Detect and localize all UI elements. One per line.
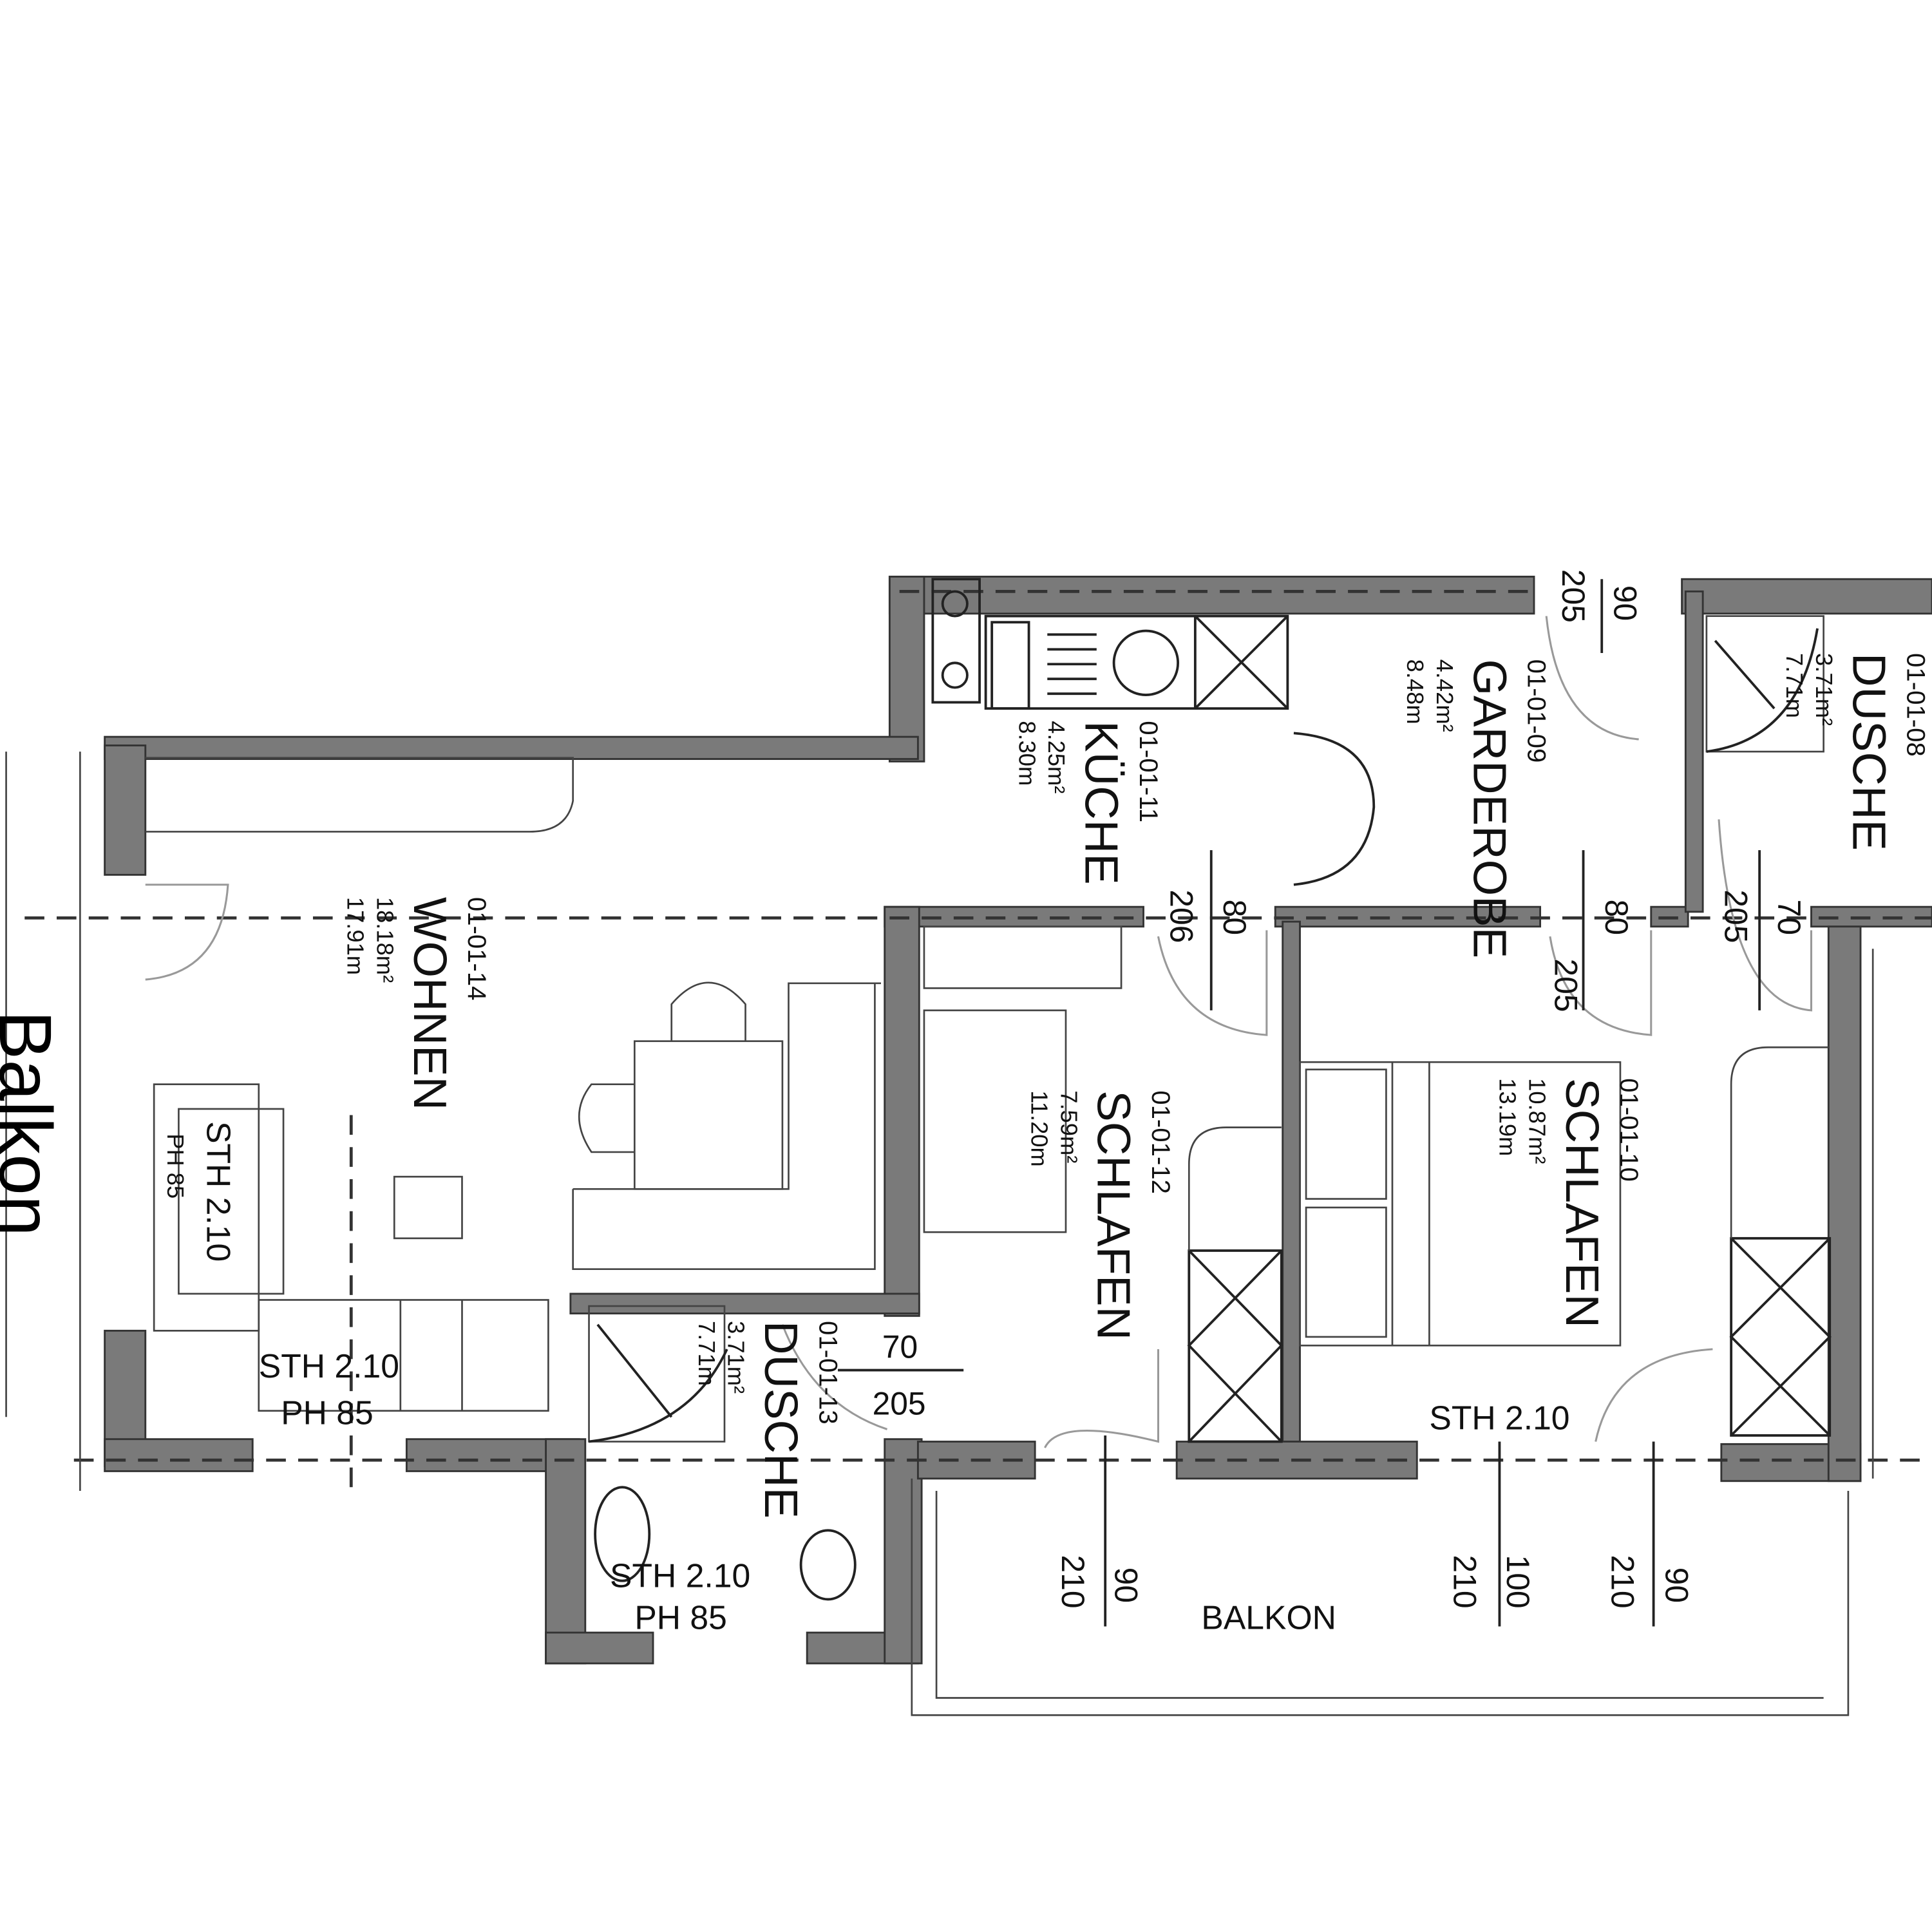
room-area: 4.42m²	[1432, 659, 1458, 732]
door-height: 210	[1055, 1555, 1091, 1609]
room-name: SCHLAFEN	[1088, 1090, 1140, 1340]
room-perimeter: 8.30m	[1014, 721, 1040, 786]
room-kueche: 01-01-11 KÜCHE 4.25m² 8.30m	[1014, 721, 1163, 884]
room-id: 01-01-11	[1134, 721, 1163, 822]
room-perimeter: 8.48m	[1402, 659, 1428, 724]
window-sill: STH 2.10	[610, 1557, 750, 1594]
plan-lines	[5, 578, 1932, 1716]
door-width: 100	[1500, 1555, 1536, 1609]
walls	[104, 575, 1932, 1665]
window-parapet: PH 85	[634, 1598, 727, 1636]
room-garderobe: 01-01-09 GARDEROBE 4.42m² 8.48m	[1402, 659, 1551, 958]
room-name: DUSCHE	[755, 1321, 807, 1519]
room-area: 18.18m²	[372, 897, 398, 983]
room-id: 01-01-10	[1615, 1078, 1643, 1182]
room-name: WOHNEN	[404, 897, 456, 1110]
door-dims: 205 90 206 80 205 80 205 70 70 205 210 9…	[873, 569, 1807, 1609]
room-name: GARDEROBE	[1463, 659, 1515, 958]
room-id: 01-01-08	[1902, 653, 1931, 757]
door-height: 205	[873, 1385, 926, 1421]
door-width: 70	[1771, 900, 1807, 935]
room-area: 10.87m²	[1524, 1078, 1550, 1164]
room-perimeter: 7.71m	[694, 1321, 720, 1386]
room-id: 01-01-13	[813, 1321, 842, 1425]
window-parapet: PH 85	[162, 1133, 189, 1198]
room-perimeter: 11.20m	[1026, 1090, 1052, 1167]
room-schlafen-12: 01-01-12 SCHLAFEN 7.59m² 11.20m	[1026, 1090, 1175, 1340]
door-height: 210	[1447, 1555, 1483, 1609]
room-area: 7.59m²	[1056, 1090, 1082, 1163]
window-sill: STH 2.10	[200, 1121, 237, 1262]
room-area: 3.71m²	[1811, 653, 1837, 726]
overlay-balkon-label: Balkon	[0, 1010, 66, 1236]
door-height: 205	[1718, 889, 1754, 943]
room-name: DUSCHE	[1843, 653, 1895, 851]
window-sill: STH 2.10	[259, 1347, 399, 1385]
door-height: 206	[1164, 889, 1200, 943]
room-id: 01-01-14	[462, 897, 491, 1001]
room-perimeter: 17.91m	[343, 897, 369, 975]
room-perimeter: 7.71m	[1781, 653, 1808, 718]
room-area: 3.71m²	[723, 1321, 750, 1394]
room-dusche-08: 01-01-08 DUSCHE 3.71m² 7.71m	[1781, 653, 1931, 851]
door-width: 90	[1108, 1567, 1144, 1603]
room-perimeter: 13.19m	[1494, 1078, 1520, 1156]
room-name: KÜCHE	[1075, 721, 1128, 884]
door-height: 205	[1548, 959, 1584, 1012]
door-height: 205	[1555, 569, 1591, 623]
room-name: SCHLAFEN	[1556, 1078, 1608, 1328]
room-area: 4.25m²	[1043, 721, 1070, 793]
balkon-label: BALKON	[1201, 1598, 1336, 1636]
window-labels: STH 2.10 PH 85 STH 2.10 PH 85 STH 2.10 P…	[162, 1121, 1569, 1636]
room-id: 01-01-09	[1522, 659, 1551, 763]
door-width: 70	[882, 1329, 918, 1365]
room-schlafen-10: 01-01-10 SCHLAFEN 10.87m² 13.19m	[1494, 1078, 1643, 1328]
window-parapet: PH 85	[281, 1394, 374, 1432]
room-dusche-13: 01-01-13 DUSCHE 3.71m² 7.71m	[694, 1321, 843, 1519]
window-sill: STH 2.10	[1429, 1399, 1569, 1436]
door-width: 80	[1598, 900, 1634, 935]
door-height: 210	[1605, 1555, 1641, 1609]
door-width: 90	[1659, 1567, 1695, 1603]
room-wohnen: 01-01-14 WOHNEN 18.18m² 17.91m	[343, 897, 492, 1110]
room-id: 01-01-12	[1146, 1090, 1175, 1194]
door-width: 80	[1217, 900, 1253, 935]
door-width: 90	[1607, 585, 1643, 621]
